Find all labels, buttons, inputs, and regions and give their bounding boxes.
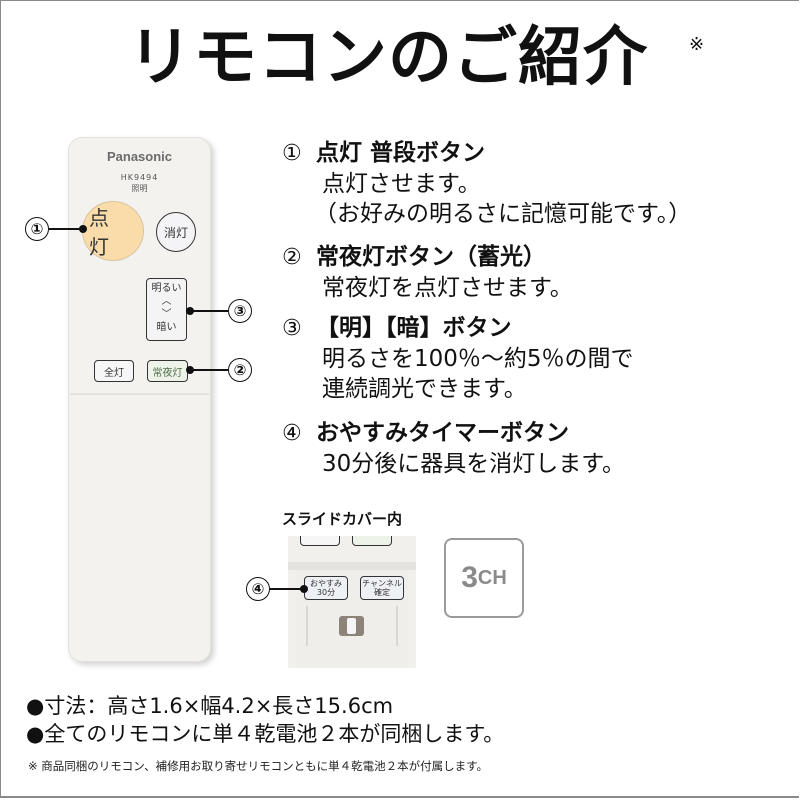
- desc-number: ①: [282, 141, 302, 166]
- model-subtitle: 照明: [131, 184, 148, 193]
- leader-line-1: [49, 228, 83, 230]
- callout-1: ①: [25, 217, 49, 241]
- desc-number: ②: [282, 245, 302, 270]
- channel-number: 3: [461, 561, 478, 594]
- callout-2: ②: [228, 358, 252, 382]
- desc-body: 30分後に器具を消灯します。: [322, 451, 625, 477]
- description-1: ① 点灯 普段ボタン 点灯させます。 （お好みの明るさに記憶可能です。）: [282, 138, 691, 229]
- page-title: リモコンのご紹介: [128, 21, 648, 95]
- desc-number: ③: [282, 316, 302, 341]
- channel-button-sub: 確定: [374, 588, 390, 597]
- switch-knob[interactable]: [347, 618, 356, 634]
- footnote: ※ 商品同梱のリモコン、補修用お取り寄せリモコンともに単４乾電池２本が付属します…: [28, 759, 488, 773]
- slide-cover-label: スライドカバー内: [282, 510, 403, 528]
- leader-dot-1: [79, 225, 87, 233]
- description-3: ③ 【明】【暗】ボタン 明るさを100％～約5％の間で 連続調光できます。: [282, 313, 634, 404]
- leader-dot-2: [186, 366, 194, 374]
- chevron-up-icon: ︿: [161, 296, 172, 307]
- night-light-button[interactable]: 常夜灯: [147, 360, 188, 382]
- full-light-button-partial: [300, 536, 340, 546]
- model-number: HK9494: [120, 173, 159, 182]
- sleep-timer-button[interactable]: おやすみ 30分: [304, 576, 348, 600]
- callout-3: ③: [228, 299, 252, 323]
- remote-illustration: Panasonic HK9494 照明 点灯 消灯 明るい ︿ ﹀ 暗い 全灯 …: [68, 137, 211, 662]
- sleep-button-sub: 30分: [316, 588, 336, 597]
- cover-ridge: [288, 562, 416, 570]
- darker-label: 暗い: [156, 322, 177, 333]
- sleep-button-label: おやすみ: [310, 579, 342, 588]
- brighter-label: 明るい: [151, 283, 182, 294]
- chevron-down-icon: ﹀: [161, 309, 172, 320]
- slide-cover-illustration: おやすみ 30分 チャンネル 確定: [288, 536, 416, 668]
- desc-body: 点灯させます。: [322, 171, 481, 197]
- spec-dimensions: ●寸法：高さ1.6×幅4.2×長さ15.6cm: [26, 694, 394, 718]
- desc-body: （お好みの明るさに記憶可能です。）: [314, 201, 692, 227]
- title-note-mark: ※: [689, 34, 705, 55]
- leader-line-3: [190, 310, 228, 312]
- desc-body: 常夜灯を点灯させます。: [322, 275, 573, 301]
- desc-body: 明るさを100％～約5％の間で: [322, 346, 634, 372]
- leader-line-4: [270, 588, 304, 590]
- desc-number: ④: [282, 421, 302, 446]
- off-button[interactable]: 消灯: [156, 212, 196, 252]
- channel-switch[interactable]: [339, 616, 364, 636]
- night-light-button-partial: [352, 536, 392, 546]
- leader-dot-3: [186, 307, 194, 315]
- rail-left: [306, 606, 308, 646]
- callout-4: ④: [246, 577, 270, 601]
- channel-button-label: チャンネル: [362, 579, 402, 588]
- channel-set-button[interactable]: チャンネル 確定: [360, 576, 404, 600]
- full-light-button[interactable]: 全灯: [94, 360, 134, 382]
- desc-heading: おやすみタイマーボタン: [316, 420, 569, 446]
- brightness-button[interactable]: 明るい ︿ ﹀ 暗い: [146, 278, 187, 341]
- on-button[interactable]: 点灯: [82, 201, 144, 261]
- rail-right: [396, 606, 398, 646]
- leader-line-2: [190, 369, 228, 371]
- desc-heading: 【明】【暗】ボタン: [316, 315, 512, 341]
- channel-unit: CH: [477, 566, 507, 589]
- desc-heading: 点灯 普段ボタン: [316, 140, 486, 166]
- brand-logo: Panasonic: [106, 149, 173, 164]
- description-2: ② 常夜灯ボタン（蓄光） 常夜灯を点灯させます。: [282, 242, 573, 303]
- description-4: ④ おやすみタイマーボタン 30分後に器具を消灯します。: [282, 418, 625, 479]
- slide-cover-edge: [70, 393, 209, 395]
- desc-heading: 常夜灯ボタン（蓄光）: [316, 244, 546, 270]
- leader-dot-4: [300, 585, 308, 593]
- spec-battery: ●全てのリモコンに単４乾電池２本が同梱します。: [26, 722, 505, 746]
- desc-body: 連続調光できます。: [322, 376, 527, 402]
